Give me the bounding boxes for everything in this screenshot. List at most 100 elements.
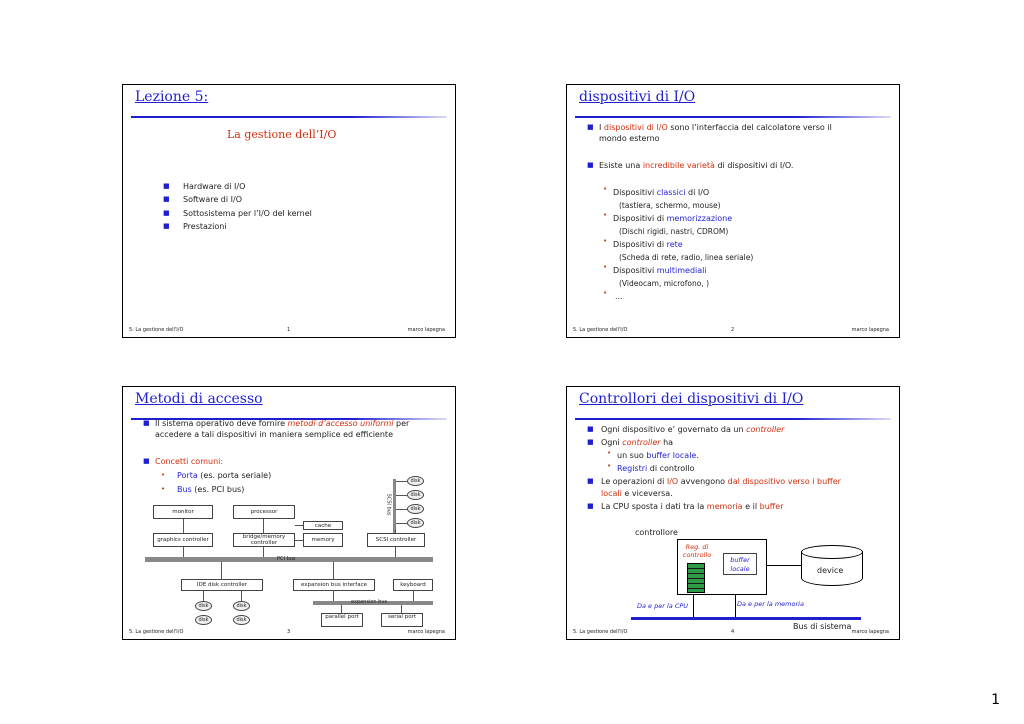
controllore-label: controllore bbox=[635, 528, 678, 537]
buffer-locale-box: buffer locale bbox=[723, 553, 757, 575]
connector bbox=[396, 509, 407, 510]
dot-icon: • bbox=[603, 185, 608, 193]
slide-title: Controllori dei dispositivi di I/O bbox=[579, 391, 804, 407]
slide-number: 4 bbox=[731, 629, 735, 635]
bullet-text-cont: accedere a tali dispositivi in maniera s… bbox=[155, 430, 393, 439]
cache-box: cache bbox=[303, 521, 343, 530]
title-underline bbox=[575, 116, 891, 118]
bullet-text-cont: mondo esterno bbox=[599, 134, 660, 143]
cpu-link-label: Da e per la CPU bbox=[637, 602, 689, 610]
disk: disk bbox=[195, 615, 212, 625]
list-item: Hardware di I/O bbox=[183, 182, 246, 191]
bullet-icon: ■ bbox=[163, 195, 170, 203]
list-item: Dispositivi di memorizzazione bbox=[613, 214, 733, 223]
slide-title: Lezione 5: bbox=[135, 89, 209, 105]
title-underline bbox=[131, 418, 447, 420]
dot-icon: • bbox=[603, 211, 608, 219]
pci-bus-bar bbox=[145, 557, 433, 562]
bullet-icon: ■ bbox=[587, 477, 594, 485]
title-underline bbox=[131, 116, 447, 118]
controller-diagram: controllore Reg. di controllo buffer loc… bbox=[567, 519, 899, 633]
bullet-icon: ■ bbox=[587, 502, 594, 510]
bullet-icon: ■ bbox=[163, 182, 170, 190]
disk: disk bbox=[407, 504, 424, 514]
connector bbox=[401, 605, 402, 613]
footer-author: marco lapegna bbox=[407, 629, 445, 635]
dot-icon: • bbox=[161, 471, 166, 479]
list-item-sub: (Scheda di rete, radio, linea seriale) bbox=[619, 253, 754, 262]
disk: disk bbox=[233, 615, 250, 625]
bullet-icon: ■ bbox=[587, 438, 594, 446]
connector bbox=[395, 547, 396, 557]
connector bbox=[241, 591, 242, 601]
list-item: Dispositivi classici di I/O bbox=[613, 188, 710, 197]
system-bus-label: Bus di sistema bbox=[793, 622, 852, 631]
footer-title: 5. La gestione dell'I/O bbox=[573, 327, 628, 333]
connector bbox=[295, 540, 303, 541]
list-item-sub: (Videocam, microfono, ) bbox=[619, 279, 710, 288]
bullet-text: Ogni dispositivo e’ governato da un cont… bbox=[601, 425, 785, 434]
connector bbox=[395, 529, 396, 533]
reg-label: Reg. di controllo bbox=[682, 543, 712, 559]
list-item: Sottosistema per l’I/O del kernel bbox=[183, 209, 312, 218]
dot-icon: • bbox=[607, 449, 612, 457]
connector bbox=[333, 591, 334, 601]
list-item: Prestazioni bbox=[183, 222, 227, 231]
connector bbox=[183, 547, 184, 557]
connector bbox=[396, 523, 407, 524]
footer-title: 5. La gestione dell'I/O bbox=[129, 629, 184, 635]
cpu-link bbox=[693, 595, 694, 617]
connector bbox=[396, 495, 407, 496]
connector bbox=[333, 562, 334, 579]
expansion-bus-label: expansion bus bbox=[351, 599, 388, 605]
slide-number: 2 bbox=[731, 327, 735, 333]
expansion-bus-interface-box: expansion bus interface bbox=[293, 579, 375, 591]
bullet-text: La CPU sposta i dati tra la memoria e il… bbox=[601, 502, 784, 511]
monitor-box: monitor bbox=[153, 505, 213, 519]
serial-port-box: serial port bbox=[381, 613, 423, 627]
connector bbox=[221, 562, 222, 579]
bullet-text: Ogni controller ha bbox=[601, 438, 674, 447]
slide-3: Metodi di accesso ■ Il sistema operativo… bbox=[122, 386, 456, 640]
device-label: device bbox=[817, 566, 844, 575]
memory-link bbox=[735, 595, 736, 617]
list-item: … bbox=[615, 292, 623, 301]
footer-title: 5. La gestione dell'I/O bbox=[129, 327, 184, 333]
disk: disk bbox=[407, 476, 424, 486]
dot-icon: • bbox=[603, 263, 608, 271]
slide-title: Metodi di accesso bbox=[135, 391, 263, 407]
bullet-text: I dispositivi di I/O sono l’interfaccia … bbox=[599, 123, 832, 132]
bullet-icon: ■ bbox=[587, 123, 594, 131]
list-item: Bus (es. PCI bus) bbox=[177, 485, 245, 494]
dot-icon: • bbox=[603, 237, 608, 245]
memory-box: memory bbox=[303, 533, 343, 547]
disk: disk bbox=[407, 490, 424, 500]
footer-author: marco lapegna bbox=[407, 327, 445, 333]
list-item-sub: (Dischi rigidi, nastri, CDROM) bbox=[619, 227, 729, 236]
bullet-text: Esiste una incredibile varietà di dispos… bbox=[599, 161, 794, 170]
scsi-bus-label: SCSI bus bbox=[385, 493, 392, 516]
slide-1: Lezione 5: La gestione dell’I/O ■ Hardwa… bbox=[122, 84, 456, 338]
slide-subtitle: La gestione dell’I/O bbox=[227, 128, 337, 141]
system-bus-bar bbox=[631, 617, 861, 620]
footer-author: marco lapegna bbox=[851, 629, 889, 635]
dot-icon: • bbox=[161, 485, 166, 493]
bridge-memory-controller-box: bridge/memory controller bbox=[233, 533, 295, 547]
footer-author: marco lapegna bbox=[851, 327, 889, 333]
slide-title: dispositivi di I/O bbox=[579, 89, 696, 105]
dot-icon: • bbox=[607, 462, 612, 470]
slide-number: 1 bbox=[287, 327, 291, 333]
slide-2: dispositivi di I/O ■ I dispositivi di I/… bbox=[566, 84, 900, 338]
connector bbox=[341, 605, 342, 613]
list-item: Dispositivi multimediali bbox=[613, 266, 707, 275]
expansion-bus-bar bbox=[313, 601, 433, 605]
keyboard-box: keyboard bbox=[393, 579, 433, 591]
bullet-icon: ■ bbox=[587, 161, 594, 169]
device-link bbox=[767, 565, 801, 566]
bullet-icon: ■ bbox=[143, 457, 150, 465]
list-item: Software di I/O bbox=[183, 195, 243, 204]
bullet-icon: ■ bbox=[143, 419, 150, 427]
connector bbox=[396, 481, 407, 482]
connector bbox=[263, 519, 264, 533]
connector bbox=[295, 525, 303, 526]
